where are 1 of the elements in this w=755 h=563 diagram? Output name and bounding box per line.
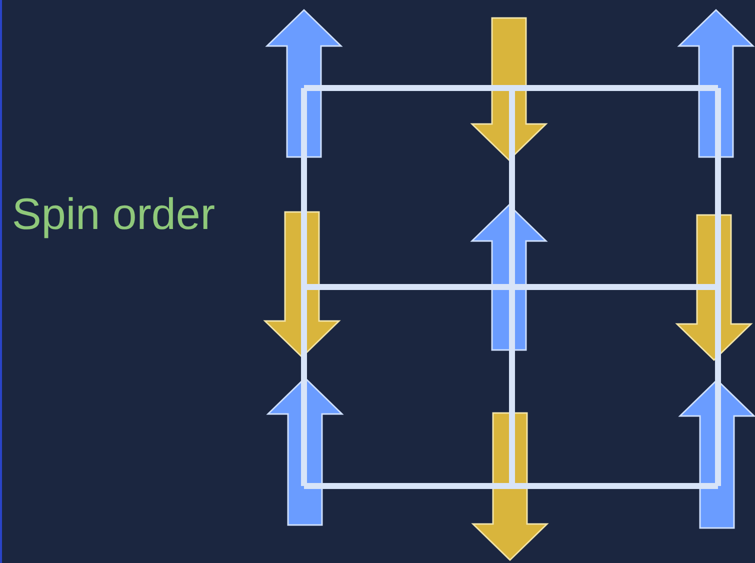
diagram-label: Spin order	[12, 190, 216, 240]
